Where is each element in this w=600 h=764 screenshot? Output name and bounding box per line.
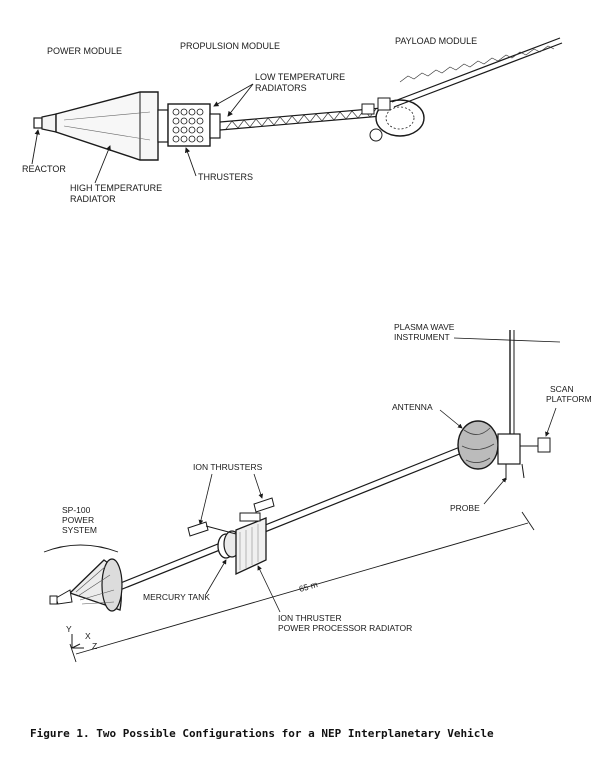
bottom-vehicle-diagram: Y X Z PLASMA WAVE INSTRUMENT SCAN PLATFO… (43, 322, 592, 663)
main-boom (107, 442, 473, 595)
high-temp-radiator-cone (55, 91, 159, 161)
low-temp-radiators-label-line2: RADIATORS (255, 83, 307, 93)
reactor-label: REACTOR (22, 164, 66, 174)
reactor-shape (33, 113, 57, 133)
mercury-tank-label: MERCURY TANK (143, 592, 210, 602)
antenna-label: ANTENNA (392, 402, 433, 412)
axis-x-label: X (85, 631, 91, 641)
plasma-wave-label-line2: INSTRUMENT (394, 332, 450, 342)
sp100-label-line3: SYSTEM (62, 525, 97, 535)
axis-indicator: Y X Z (66, 624, 97, 651)
truss-boom (219, 107, 383, 131)
propulsion-module-label: PROPULSION MODULE (180, 41, 280, 51)
thrusters-label: THRUSTERS (198, 172, 253, 182)
ion-thrusters-label: ION THRUSTERS (193, 462, 263, 472)
top-vehicle-diagram: POWER MODULE PROPULSION MODULE PAYLOAD M… (22, 36, 563, 204)
thruster-block (157, 103, 221, 147)
payload-assembly (457, 330, 551, 480)
length-label: 65 m (298, 579, 319, 594)
axis-z-label: Z (92, 641, 97, 651)
axis-y-label: Y (66, 624, 72, 634)
sp100-label-line1: SP-100 (62, 505, 91, 515)
sp100-power-system (49, 558, 123, 612)
ion-thruster-assembly (187, 497, 275, 576)
length-dimension (69, 511, 535, 663)
plasma-wave-label-line1: PLASMA WAVE (394, 322, 455, 332)
ion-thruster-radiator-label-line2: POWER PROCESSOR RADIATOR (278, 623, 412, 633)
low-temp-radiators-label-line1: LOW TEMPERATURE (255, 72, 345, 82)
payload-module-label: PAYLOAD MODULE (395, 36, 477, 46)
ion-thruster-radiator-label-line1: ION THRUSTER (278, 613, 342, 623)
probe-label: PROBE (450, 503, 480, 513)
scan-platform-label-line2: PLATFORM (546, 394, 592, 404)
scan-platform-label-line1: SCAN (550, 384, 574, 394)
payload-boom (391, 37, 563, 108)
high-temp-radiator-label-line1: HIGH TEMPERATURE (70, 183, 162, 193)
figure-caption: Figure 1. Two Possible Configurations fo… (30, 727, 494, 740)
sp100-label-line2: POWER (62, 515, 94, 525)
power-module-label: POWER MODULE (47, 46, 122, 56)
high-temp-radiator-label-line2: RADIATOR (70, 194, 116, 204)
payload-dish (361, 97, 425, 142)
